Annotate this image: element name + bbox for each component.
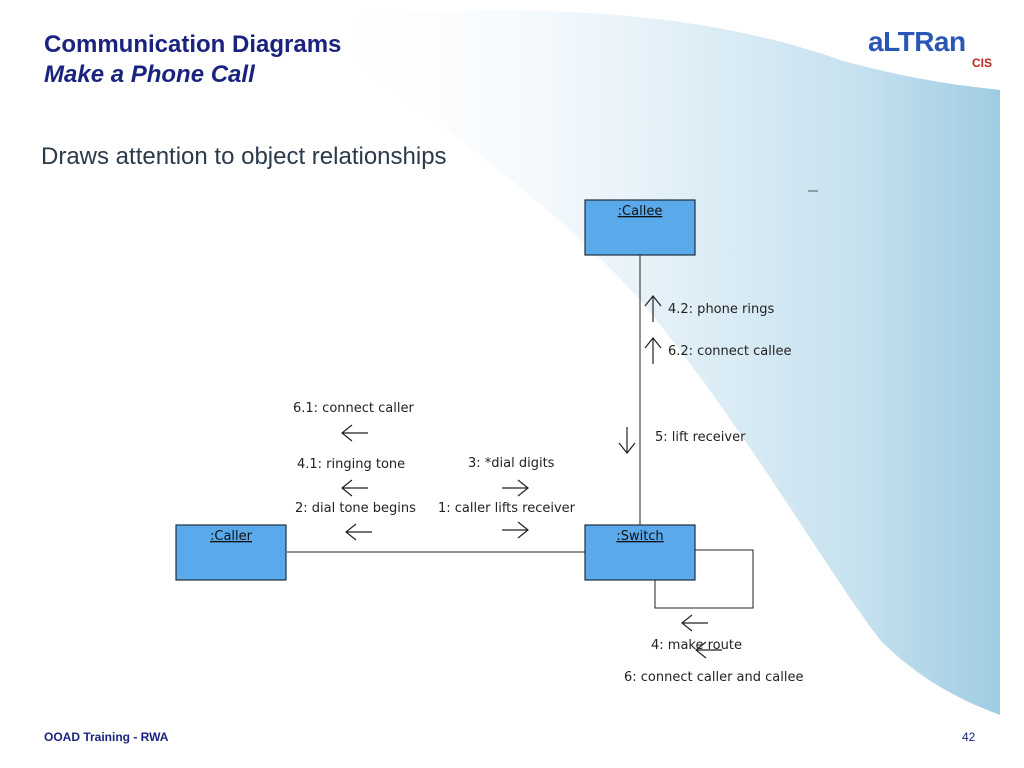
arrow-left-icon [345, 523, 372, 541]
arrow-left-icon [341, 479, 368, 497]
arrow-up-icon [644, 337, 662, 364]
object-callee[interactable]: :Callee [584, 199, 696, 256]
message-2: 2: dial tone begins [295, 501, 416, 516]
slide-title-block: Communication Diagrams Make a Phone Call [44, 30, 341, 90]
message-4-2: 4.2: phone rings [668, 302, 774, 317]
logo-subtext: CIS [971, 56, 992, 70]
page-number: 42 [962, 730, 976, 744]
footer-text: OOAD Training - RWA [44, 730, 169, 744]
logo-wordmark: aLTRan [868, 26, 966, 57]
slide-subtitle: Make a Phone Call [44, 61, 255, 88]
arrow-right-icon [502, 521, 529, 539]
object-switch-label: :Switch [616, 529, 663, 544]
object-caller[interactable]: :Caller [175, 524, 287, 581]
arrow-left-icon [695, 641, 722, 659]
message-5: 5: lift receiver [655, 430, 746, 445]
message-6: 6: connect caller and callee [624, 670, 803, 685]
object-switch[interactable]: :Switch [584, 524, 696, 581]
arrow-down-icon [618, 427, 636, 454]
object-callee-label: :Callee [618, 204, 663, 219]
arrow-up-icon [644, 295, 662, 322]
message-3: 3: *dial digits [468, 456, 555, 471]
body-text: Draws attention to object relationships [41, 143, 447, 170]
slide-title: Communication Diagrams [44, 31, 342, 58]
message-4-1: 4.1: ringing tone [297, 457, 405, 472]
arrow-right-icon [502, 479, 529, 497]
link-switch-self [654, 549, 754, 609]
arrow-left-icon [341, 424, 368, 442]
object-caller-label: :Caller [210, 529, 253, 544]
arrow-left-icon [681, 614, 708, 632]
message-4: 4: make route [651, 638, 742, 653]
message-6-1: 6.1: connect caller [293, 401, 414, 416]
message-6-2: 6.2: connect callee [668, 344, 791, 359]
message-1: 1: caller lifts receiver [438, 501, 576, 516]
altran-logo: aLTRan CIS [868, 26, 994, 72]
